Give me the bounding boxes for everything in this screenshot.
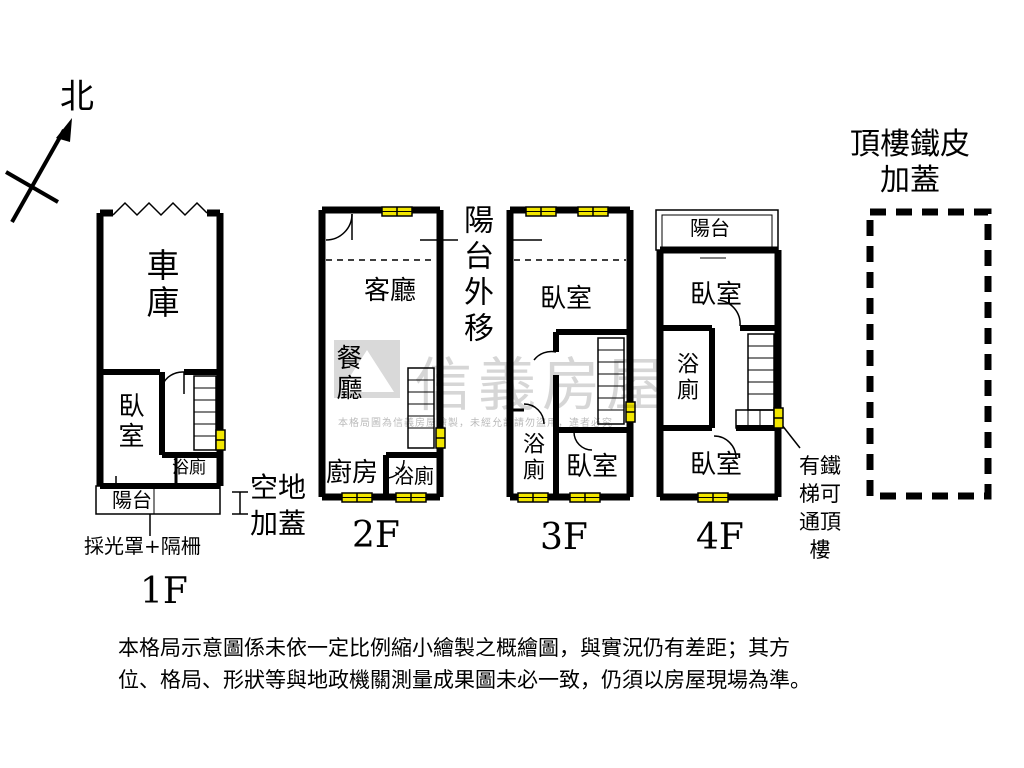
- watermark-brand: 信義房屋: [414, 351, 671, 419]
- brand-logo-icon: [334, 340, 400, 398]
- disclaimer-line-2: 位、格局、形狀等與地政機關測量成果圖未必一致，仍須以房屋現場為準。: [118, 668, 811, 692]
- room-label-balcony-4f: 陽台: [690, 216, 730, 240]
- rooftop-outline: [866, 208, 992, 500]
- annotation-open-space-roof: 空地加蓋: [250, 470, 314, 542]
- room-label-bathroom: 浴廁: [172, 458, 206, 478]
- room-label-dining: 餐廳: [332, 344, 362, 404]
- room-label-living: 客廳: [364, 276, 417, 306]
- floor-2f-plan: [318, 206, 458, 501]
- room-label-bedroom-4f-top: 臥室: [690, 280, 743, 310]
- annotation-skylight: 採光罩+隔柵: [84, 534, 201, 558]
- room-label-bathroom-4f: 浴廁: [673, 352, 698, 404]
- room-label-bedroom-3f-top: 臥室: [540, 284, 593, 314]
- room-label-kitchen: 廚房: [326, 458, 379, 488]
- floor-label-3f: 3F: [540, 517, 588, 558]
- floor-label-4f: 4F: [696, 517, 744, 558]
- room-label-bedroom-4f-bottom: 臥室: [690, 450, 743, 480]
- annotation-balcony-moved: 陽台外移: [458, 204, 493, 348]
- room-label-garage: 車庫: [141, 248, 180, 322]
- north-label: 北: [60, 77, 94, 117]
- room-label-bathroom-2f: 浴廁: [394, 464, 434, 488]
- annotation-iron-ladder: 有鐵梯可通頂樓: [796, 452, 844, 564]
- floor-label-1f: 1F: [140, 571, 188, 612]
- floor-4f-plan: [655, 209, 801, 501]
- room-label-bathroom-3f: 浴廁: [519, 432, 544, 484]
- annotation-iron-ladder-text: 有鐵梯可通頂樓: [799, 454, 841, 562]
- watermark-notice: 本格局圖為信義房屋繪製，未經允許請勿盜用，違者必究: [338, 418, 613, 429]
- annotation-open-space-roof-text: 空地加蓋: [250, 471, 307, 540]
- room-label-bedroom: 臥室: [114, 392, 144, 452]
- annotation-rooftop-add: 加蓋: [880, 163, 940, 198]
- floor-label-2f: 2F: [352, 515, 400, 556]
- north-arrow-icon: [5, 118, 72, 223]
- room-label-balcony: 陽台: [112, 488, 152, 512]
- room-label-bedroom-3f-bottom: 臥室: [566, 452, 619, 482]
- annotation-rooftop: 頂樓鐵皮: [850, 127, 970, 162]
- disclaimer-line-1: 本格局示意圖係未依一定比例縮小繪製之概繪圖，與實況仍有差距；其方: [118, 636, 790, 660]
